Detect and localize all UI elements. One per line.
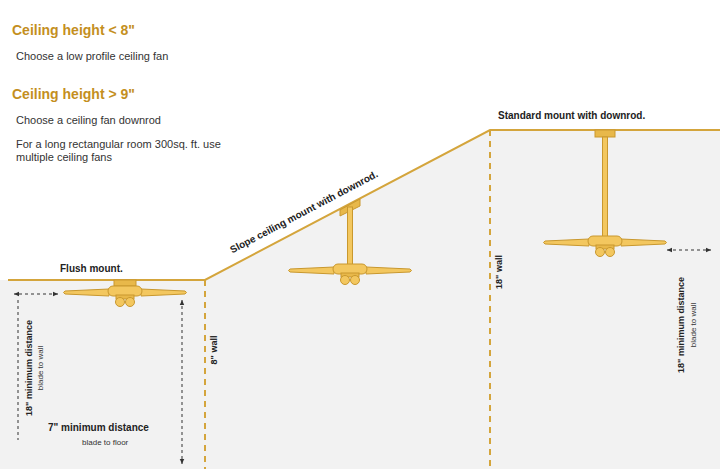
note-text: Choose a ceiling fan downrod	[16, 114, 161, 127]
dimension-label: 7" minimum distance	[48, 422, 149, 434]
dimension-note: blade to floor	[82, 438, 128, 447]
ceiling-line	[8, 130, 720, 280]
note-text: For a long rectangular room 300sq. ft. u…	[16, 138, 221, 163]
wall-label: 18" wall	[494, 255, 504, 289]
wall-label: 8" wall	[209, 336, 219, 365]
dimension-arrow	[182, 300, 183, 464]
room-ground	[0, 130, 720, 469]
mount-label: Standard mount with downrod.	[498, 110, 645, 122]
dimension-line	[18, 300, 19, 440]
dimension-arrow	[14, 294, 58, 295]
dimension-arrow	[667, 250, 711, 251]
note-text: Choose a low profile ceiling fan	[16, 50, 168, 63]
section-heading: Ceiling height < 8"	[12, 22, 135, 38]
standard-fan	[544, 130, 667, 257]
wall-line	[204, 280, 206, 469]
dimension-note: blade to wall	[689, 303, 698, 347]
flush-fan	[64, 280, 187, 307]
mount-label: Slope ceiling mount with downrod.	[228, 168, 380, 255]
wall-line	[489, 130, 491, 469]
section-heading: Ceiling height > 9"	[12, 86, 135, 102]
dimension-note: blade to wall	[36, 346, 45, 390]
dimension-label: 18" minimum distance	[676, 277, 686, 373]
dimension-label: 18" minimum distance	[24, 320, 34, 416]
mount-label: Flush mount.	[60, 263, 123, 275]
